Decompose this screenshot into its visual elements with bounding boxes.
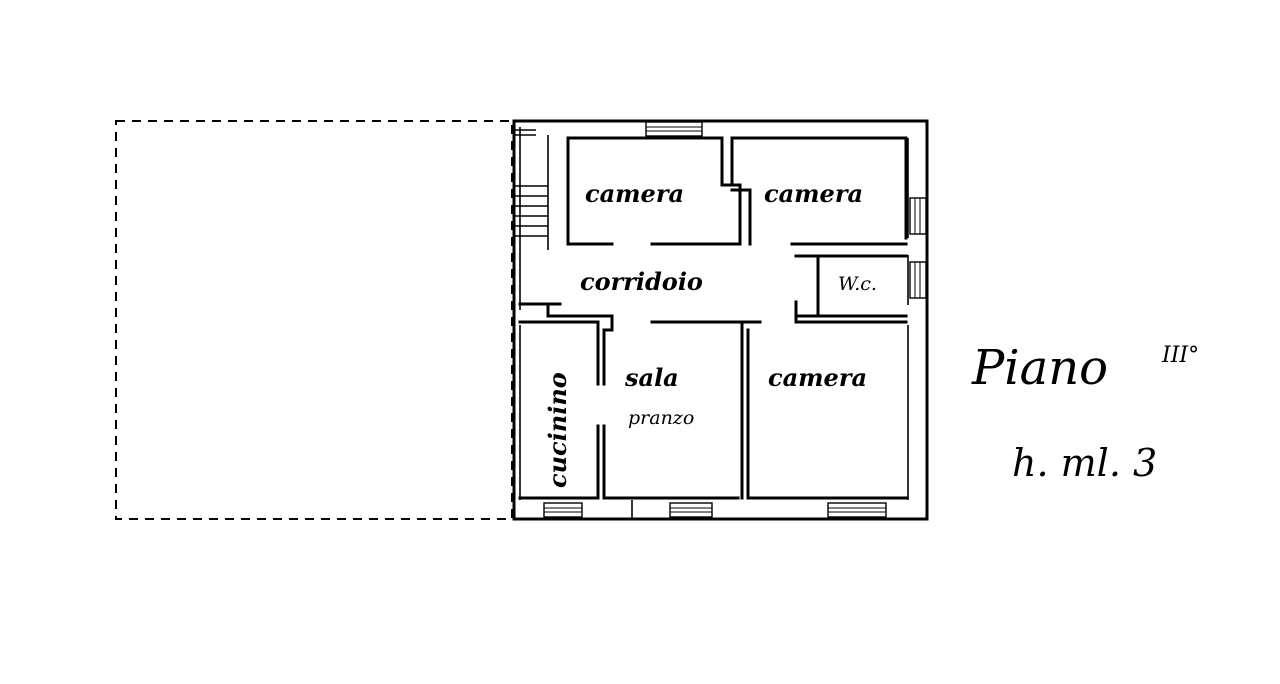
room-label-cucinino: cucinino <box>543 372 572 488</box>
window-right-wc <box>909 261 927 299</box>
staircase <box>514 129 549 250</box>
room-label-camera-top-right: camera <box>764 179 863 208</box>
room-label-corridoio: corridoio <box>580 267 703 296</box>
floor-annotation: Piano <box>971 340 1108 396</box>
window-top <box>645 121 703 137</box>
room-label-wc: W.c. <box>838 273 877 295</box>
adjoining-area-outline <box>115 120 513 520</box>
window-bottom-sala <box>669 502 713 518</box>
room-label-pranzo: pranzo <box>628 407 694 429</box>
window-bottom-camera <box>827 502 887 518</box>
floor-number-annotation: III° <box>1161 343 1199 368</box>
window-bottom-cucinino <box>543 502 583 518</box>
room-label-camera-top-left: camera <box>585 179 684 208</box>
windows <box>543 121 927 519</box>
window-right-camera <box>909 197 927 235</box>
room-label-camera-bottom-right: camera <box>768 363 867 392</box>
room-label-sala: sala <box>624 363 679 392</box>
outer-walls <box>512 119 929 521</box>
interior-walls <box>518 136 908 500</box>
height-annotation: h. ml. 3 <box>1012 441 1157 485</box>
